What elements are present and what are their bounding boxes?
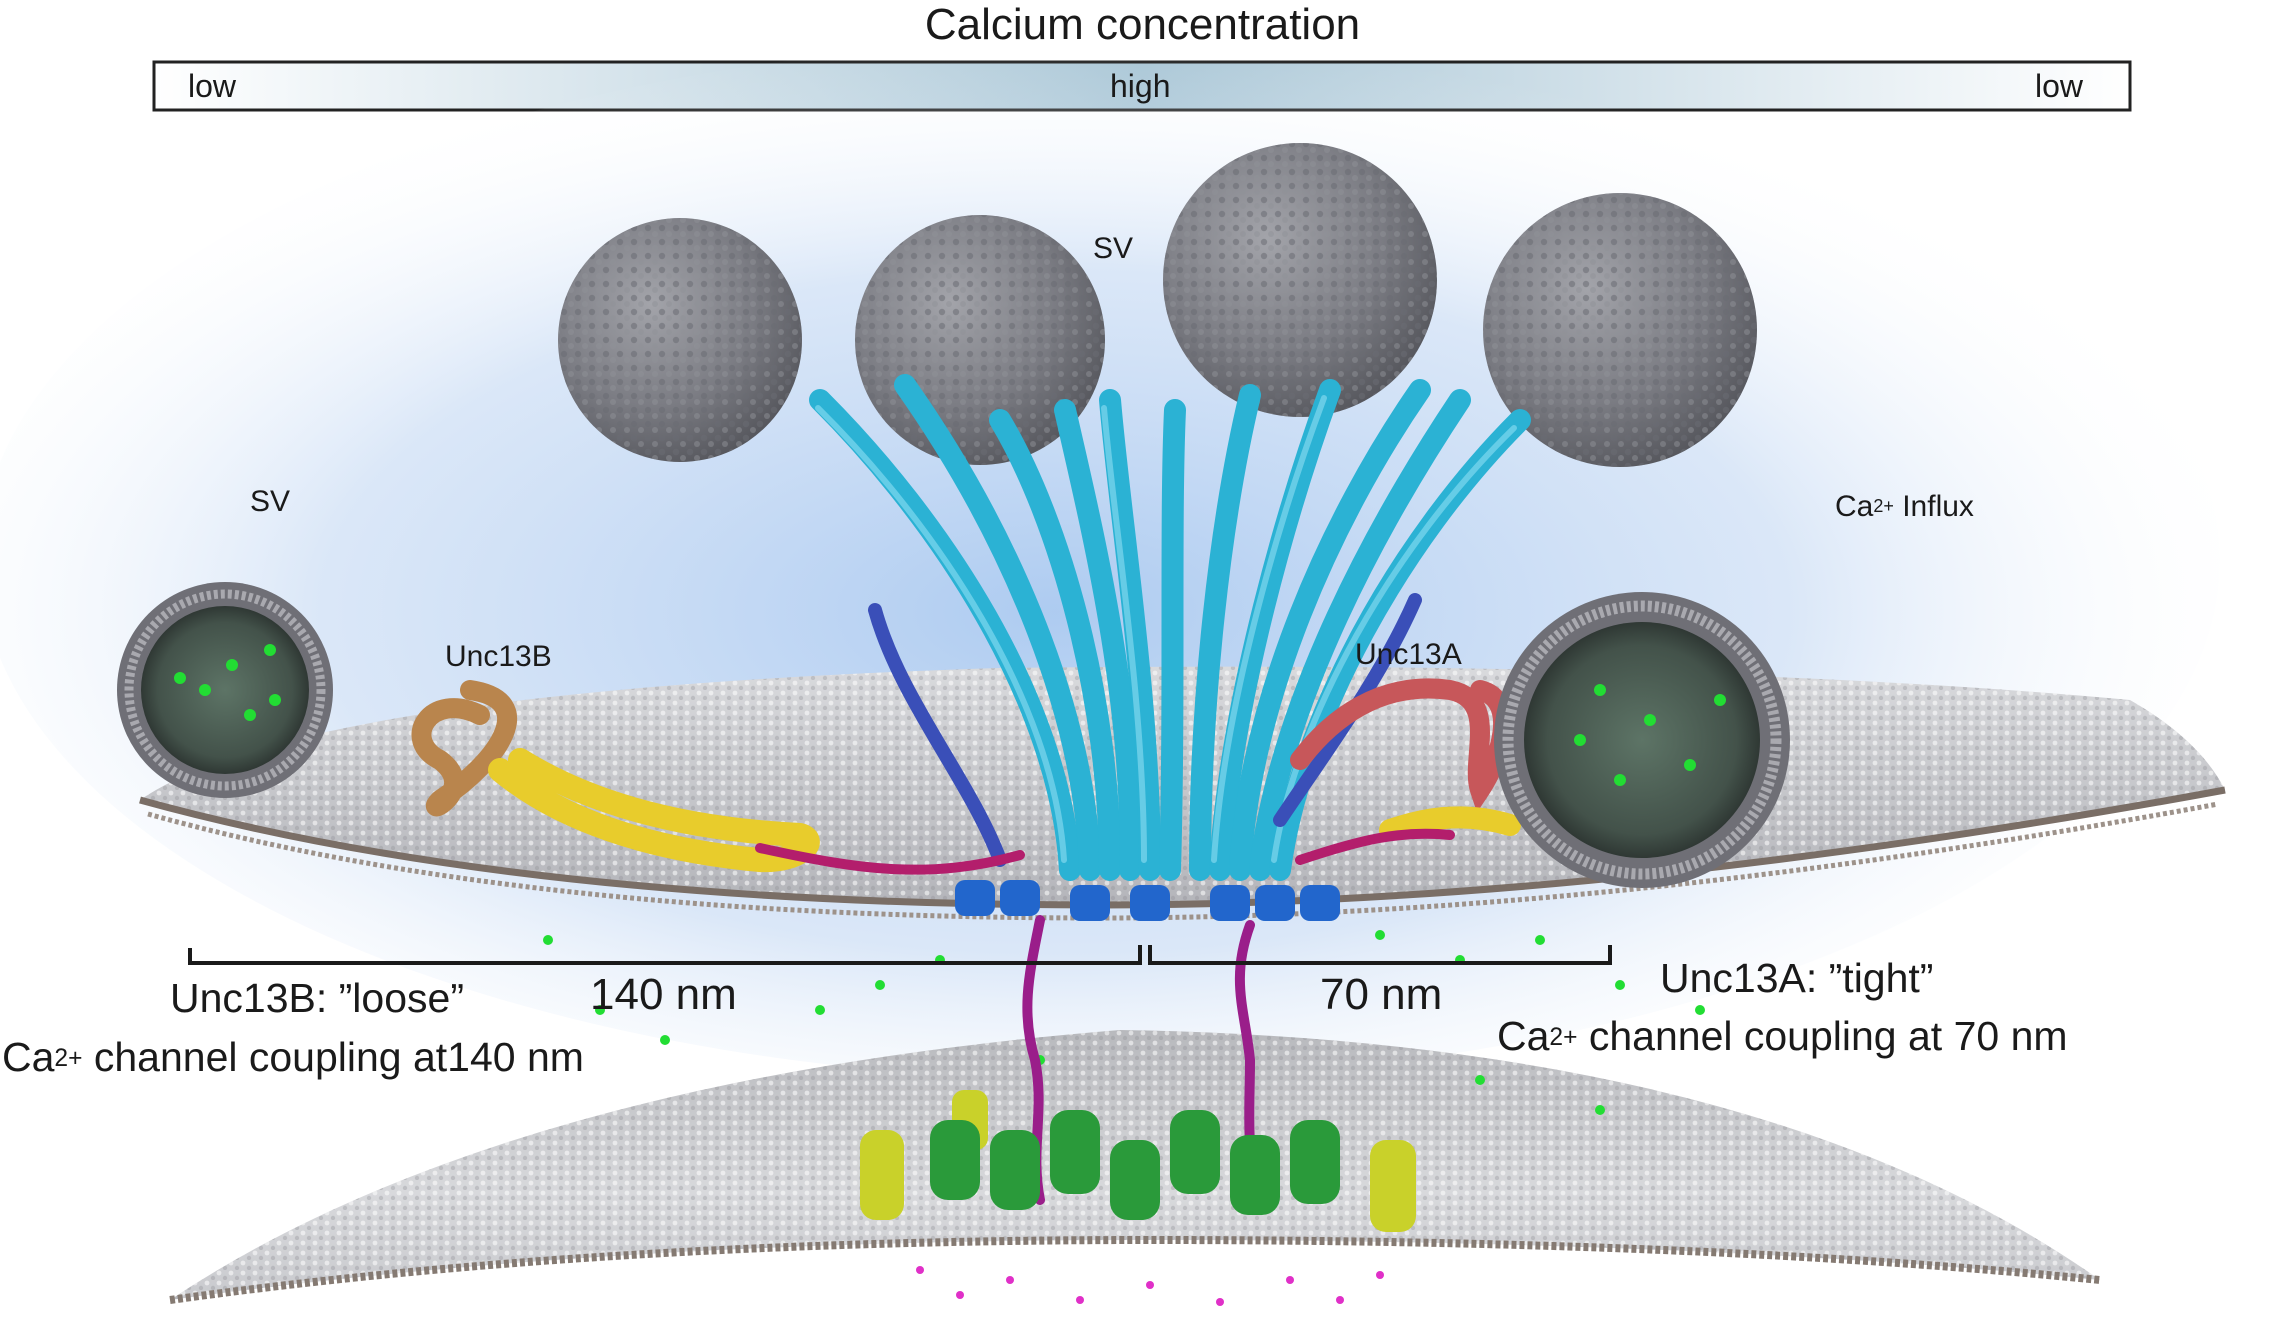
sv-label-left: SV: [250, 485, 291, 518]
rim-protein-left: [488, 748, 820, 873]
calcium-glow: [0, 40, 2220, 1080]
sv-cross-section-left: [117, 582, 333, 798]
gradient-low-right: low: [2035, 68, 2084, 104]
gradient-low-left: low: [188, 68, 237, 104]
unc13a-label: Unc13A: [1355, 638, 1462, 671]
synaptic-vesicle-cluster: [558, 143, 1757, 467]
gradient-high: high: [1110, 68, 1171, 104]
scale-label-right: 70 nm: [1320, 970, 1443, 1019]
transmitter-dots: [916, 1266, 1384, 1306]
caption-right-line1: Unc13A: ”tight”: [1660, 955, 1934, 1001]
sv-cross-section-right: [1494, 592, 1790, 888]
scaffold-filaments: [809, 374, 1531, 881]
scale-label-left: 140 nm: [590, 970, 737, 1019]
magenta-linker-right: [1295, 828, 1455, 865]
ca-influx-label: Ca2+ Influx: [1835, 490, 1974, 523]
magenta-linker-left: [755, 843, 1025, 875]
unc13b-protein: [411, 680, 517, 817]
caption-left-line1: Unc13B: ”loose”: [170, 975, 464, 1021]
caption-right-line2: Ca2+ channel coupling at 70 nm: [1497, 1013, 2068, 1059]
sv-label-top: SV: [1093, 232, 1134, 265]
unc13b-label: Unc13B: [445, 640, 552, 673]
receptor-cluster: [860, 1090, 1416, 1232]
calcium-channels: [955, 880, 1340, 921]
caption-left-line2: Ca2+ channel coupling at140 nm: [2, 1034, 584, 1080]
gradient-title: Calcium concentration: [924, 0, 1361, 49]
scale-bar: [188, 945, 1612, 965]
rim-protein-right: [1379, 806, 1521, 841]
